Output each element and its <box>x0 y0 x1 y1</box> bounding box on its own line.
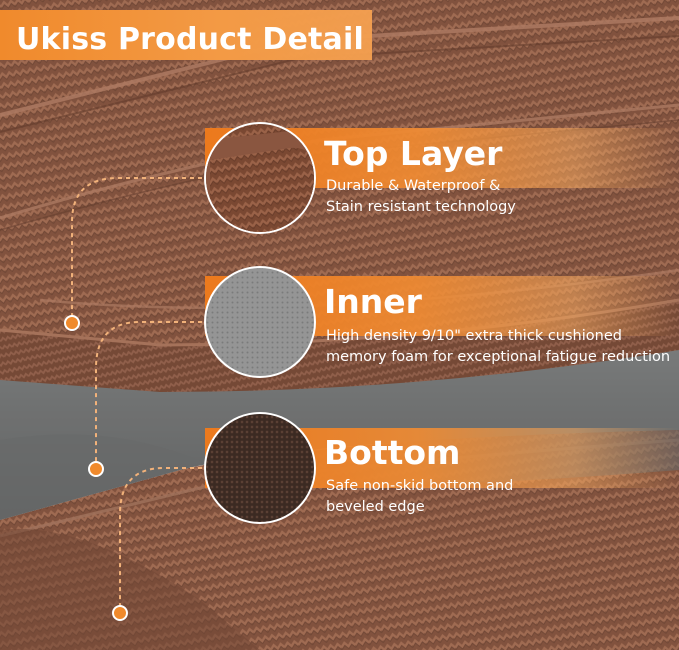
feature-title-top-layer: Top Layer <box>324 134 503 173</box>
connector-inner <box>95 321 210 468</box>
connector-bottom <box>119 467 210 612</box>
connector-dot-inner <box>88 461 104 477</box>
swatch-top-layer <box>204 122 316 234</box>
feature-title-inner: Inner <box>324 282 422 321</box>
swatch-bottom <box>204 412 316 524</box>
feature-title-bottom: Bottom <box>324 433 461 472</box>
header-banner: Ukiss Product Detail <box>0 10 372 60</box>
swatch-inner <box>204 266 316 378</box>
feature-desc-top-layer: Durable & Waterproof & Stain resistant t… <box>326 178 516 215</box>
feature-desc-inner: High density 9/10" extra thick cushioned… <box>326 328 671 365</box>
connector-dot-top <box>64 315 80 331</box>
feature-desc-bottom: Safe non-skid bottom and beveled edge <box>326 478 514 515</box>
page-title: Ukiss Product Detail <box>16 22 364 57</box>
connector-top-layer <box>71 177 210 322</box>
connector-dot-bottom <box>112 605 128 621</box>
